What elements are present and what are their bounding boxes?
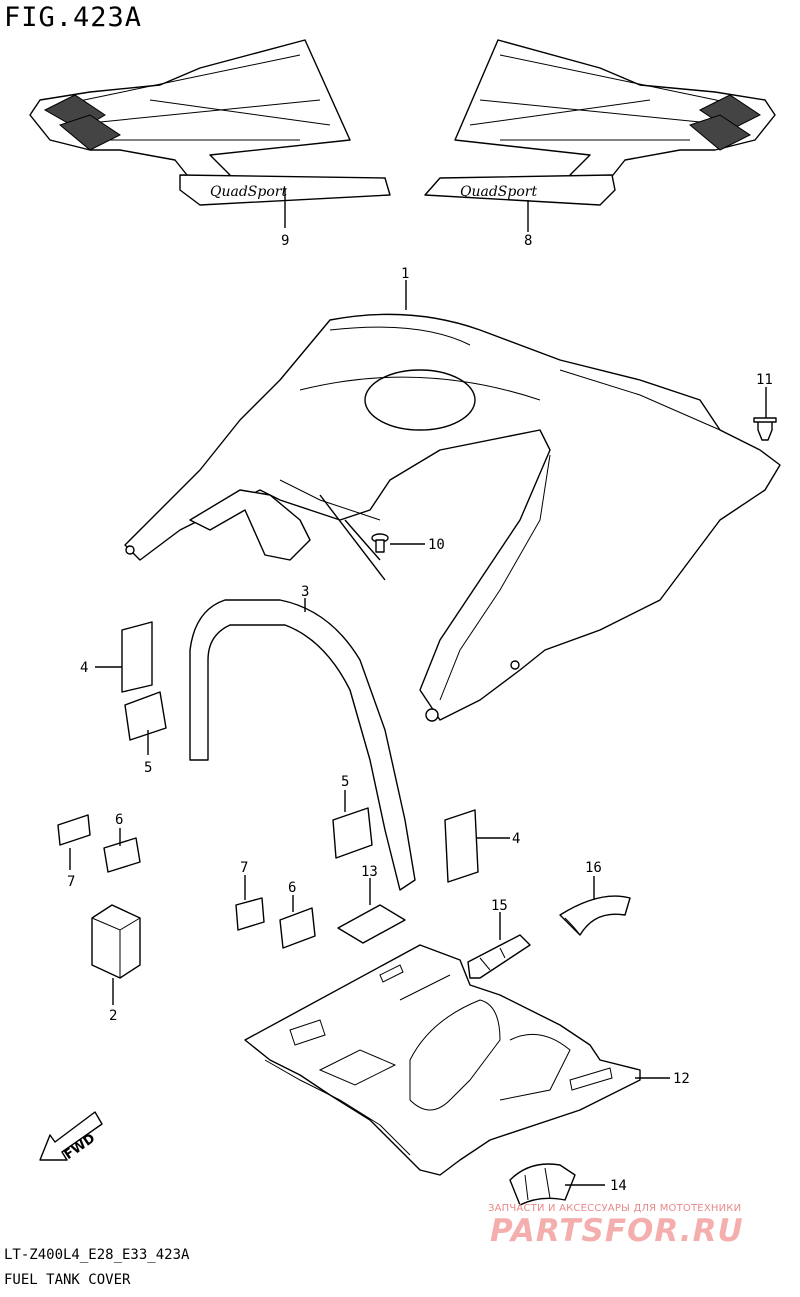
callout-12: 12 bbox=[673, 1071, 690, 1087]
clip-part-10[interactable] bbox=[319, 494, 389, 581]
callout-6-right: 6 bbox=[288, 880, 296, 896]
figure-title: FIG.423A bbox=[4, 2, 143, 33]
decal-left-part-9[interactable]: QuadSport bbox=[29, 39, 391, 206]
decal-right-text: QuadSport bbox=[460, 184, 537, 200]
callout-14: 14 bbox=[610, 1178, 627, 1194]
band-part-3[interactable] bbox=[189, 599, 416, 891]
callout-10: 10 bbox=[428, 537, 445, 553]
callout-6-left: 6 bbox=[115, 812, 123, 828]
block-part-6-left[interactable] bbox=[103, 837, 141, 873]
fwd-arrow: FWD bbox=[39, 1111, 103, 1163]
watermark-tagline: ЗАПЧАСТИ И АКСЕССУАРЫ ДЛЯ МОТОТЕХНИКИ bbox=[488, 1203, 742, 1214]
callout-7-left: 7 bbox=[67, 874, 75, 890]
bracket-part-15[interactable] bbox=[467, 934, 531, 979]
cover-part-16[interactable] bbox=[559, 895, 631, 936]
callout-1: 1 bbox=[401, 266, 409, 282]
callout-15: 15 bbox=[491, 898, 508, 914]
callout-5-right: 5 bbox=[341, 774, 349, 790]
plate-part-13[interactable] bbox=[337, 904, 406, 944]
fuel-tank-cover-part-1[interactable] bbox=[124, 313, 781, 722]
callout-2: 2 bbox=[109, 1008, 117, 1024]
figure-caption: FUEL TANK COVER bbox=[4, 1272, 131, 1288]
decal-right-part-8[interactable]: QuadSport bbox=[424, 39, 776, 206]
cover-part-14[interactable] bbox=[509, 1163, 576, 1206]
callout-5-left: 5 bbox=[144, 760, 152, 776]
model-code: LT-Z400L4_E28_E33_423A bbox=[4, 1247, 190, 1263]
callout-13: 13 bbox=[361, 864, 378, 880]
pad-part-5-left[interactable] bbox=[124, 691, 167, 741]
block-part-7-left[interactable] bbox=[57, 814, 91, 846]
block-part-6-right[interactable] bbox=[279, 907, 316, 949]
watermark-logo: PARTSFOR.RU bbox=[490, 1213, 744, 1249]
callout-9: 9 bbox=[281, 233, 289, 249]
clip-part-11[interactable] bbox=[753, 417, 777, 441]
block-part-7-right[interactable] bbox=[235, 897, 265, 931]
callout-7-right: 7 bbox=[240, 860, 248, 876]
callout-11: 11 bbox=[756, 372, 773, 388]
callout-8: 8 bbox=[524, 233, 532, 249]
sponge-part-2[interactable] bbox=[91, 904, 141, 979]
pad-part-4-right[interactable] bbox=[444, 809, 479, 883]
pad-part-4-left[interactable] bbox=[121, 621, 153, 693]
leader-lines bbox=[69, 188, 767, 1186]
under-tray-part-12[interactable] bbox=[244, 944, 641, 1176]
callout-4-left: 4 bbox=[80, 660, 88, 676]
callout-4-right: 4 bbox=[512, 831, 520, 847]
callout-3: 3 bbox=[301, 584, 309, 600]
decal-left-text: QuadSport bbox=[210, 184, 287, 200]
pad-part-5-right[interactable] bbox=[332, 807, 373, 859]
callout-16: 16 bbox=[585, 860, 602, 876]
